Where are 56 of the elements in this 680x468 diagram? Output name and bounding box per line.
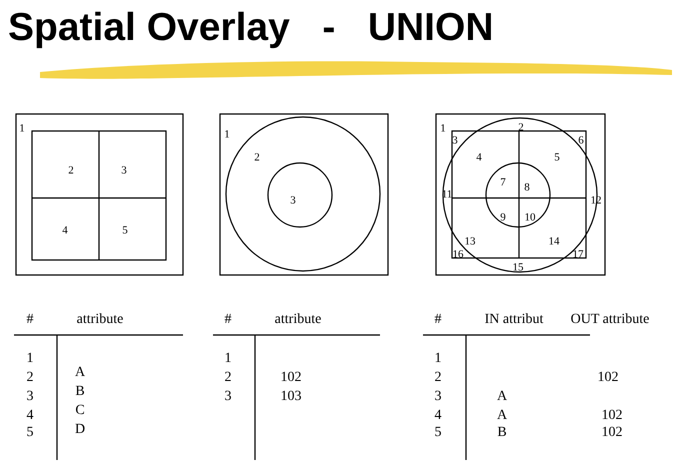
region-number: 3	[452, 136, 458, 146]
region-number: 2	[68, 166, 74, 176]
region-number: 1	[440, 124, 446, 134]
region-number: 4	[62, 226, 68, 236]
column-header: #	[434, 313, 442, 327]
row-number: 2	[434, 371, 442, 385]
column-header: attribute	[76, 313, 124, 327]
region-number: 5	[122, 226, 128, 236]
table-cell: B	[497, 426, 507, 440]
row-number: 3	[26, 390, 34, 404]
table-cell: D	[74, 423, 86, 437]
column-header: OUT attribute	[570, 313, 650, 327]
column-header: #	[26, 313, 34, 327]
region-number: 14	[548, 236, 560, 248]
row-number: 2	[26, 371, 34, 385]
region-number: 4	[476, 152, 482, 164]
region-number: 9	[500, 212, 506, 224]
row-number: 3	[224, 390, 232, 404]
region-number: 8	[524, 182, 530, 194]
table-cell: 102	[280, 371, 302, 385]
row-number: 4	[434, 409, 442, 423]
region-number: 15	[512, 262, 524, 274]
row-number: 1	[26, 352, 34, 366]
table-cell: 102	[602, 409, 622, 423]
row-number: 1	[434, 352, 442, 366]
row-number: 1	[224, 352, 232, 366]
region-number: 6	[578, 136, 584, 146]
region-number: 5	[554, 152, 560, 164]
table-cell: A	[496, 390, 508, 404]
row-number: 3	[434, 390, 442, 404]
title: Spatial Overlay - UNION	[8, 8, 494, 47]
region-number: 13	[464, 236, 476, 248]
region-number: 7	[500, 178, 506, 188]
region-number: 3	[121, 166, 127, 176]
table-cell: 102	[598, 371, 618, 385]
row-number: 2	[224, 371, 232, 385]
table-cell: C	[75, 404, 85, 418]
region-number: 16	[452, 250, 464, 260]
row-number: 5	[26, 426, 34, 440]
region-number: 1	[19, 124, 25, 134]
table-cell: 103	[280, 390, 302, 404]
table-cell: 102	[602, 426, 622, 440]
region-number: 17	[572, 250, 584, 260]
region-number: 1	[224, 130, 230, 140]
row-number: 4	[26, 409, 34, 423]
table-cell: A	[74, 366, 86, 380]
region-number: 3	[290, 196, 296, 206]
column-header: attribute	[274, 313, 322, 327]
column-header: IN attribut	[484, 313, 544, 327]
row-number: 5	[434, 426, 442, 440]
region-number: 2	[518, 122, 524, 134]
table-cell: A	[496, 409, 508, 423]
table-cell: B	[75, 385, 85, 399]
column-header: #	[224, 313, 232, 327]
region-number: 10	[524, 212, 536, 224]
region-number: 2	[254, 152, 260, 164]
